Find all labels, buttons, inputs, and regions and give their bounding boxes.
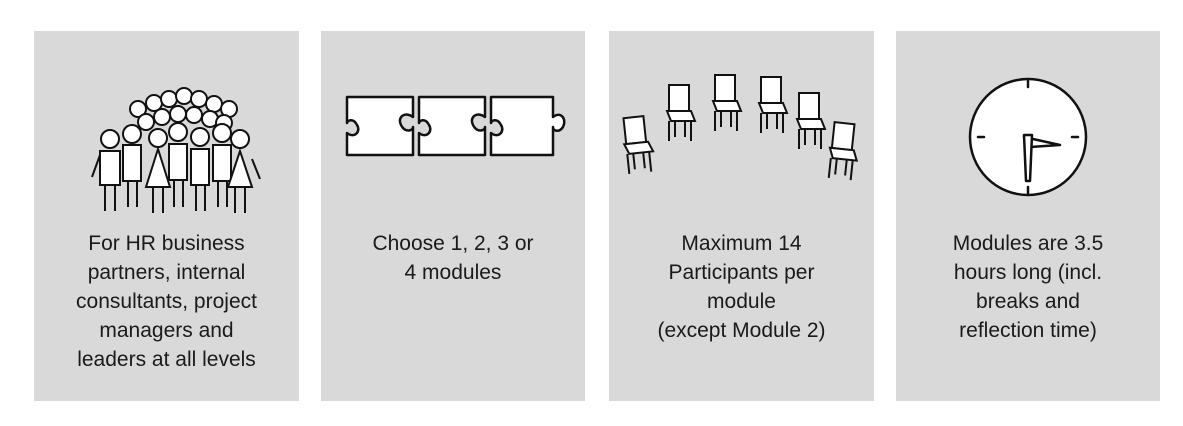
audience-text: For HR business partners, internal consu…	[76, 232, 257, 371]
duration-card: Modules are 3.5 hours long (incl. breaks…	[896, 31, 1160, 401]
crowd-of-people-icon	[34, 59, 299, 229]
audience-card: For HR business partners, internal consu…	[34, 31, 299, 401]
duration-text: Modules are 3.5 hours long (incl. breaks…	[952, 232, 1104, 342]
participants-card: Maximum 14 Participants per module (exce…	[609, 31, 874, 401]
chairs-in-circle-icon	[620, 74, 862, 182]
participants-text: Maximum 14 Participants per module (exce…	[657, 232, 826, 342]
puzzle-pieces-icon	[321, 59, 585, 229]
modules-text: Choose 1, 2, 3 or 4 modules	[372, 232, 534, 284]
clock-icon	[896, 59, 1160, 229]
modules-card: Choose 1, 2, 3 or 4 modules	[321, 31, 585, 401]
